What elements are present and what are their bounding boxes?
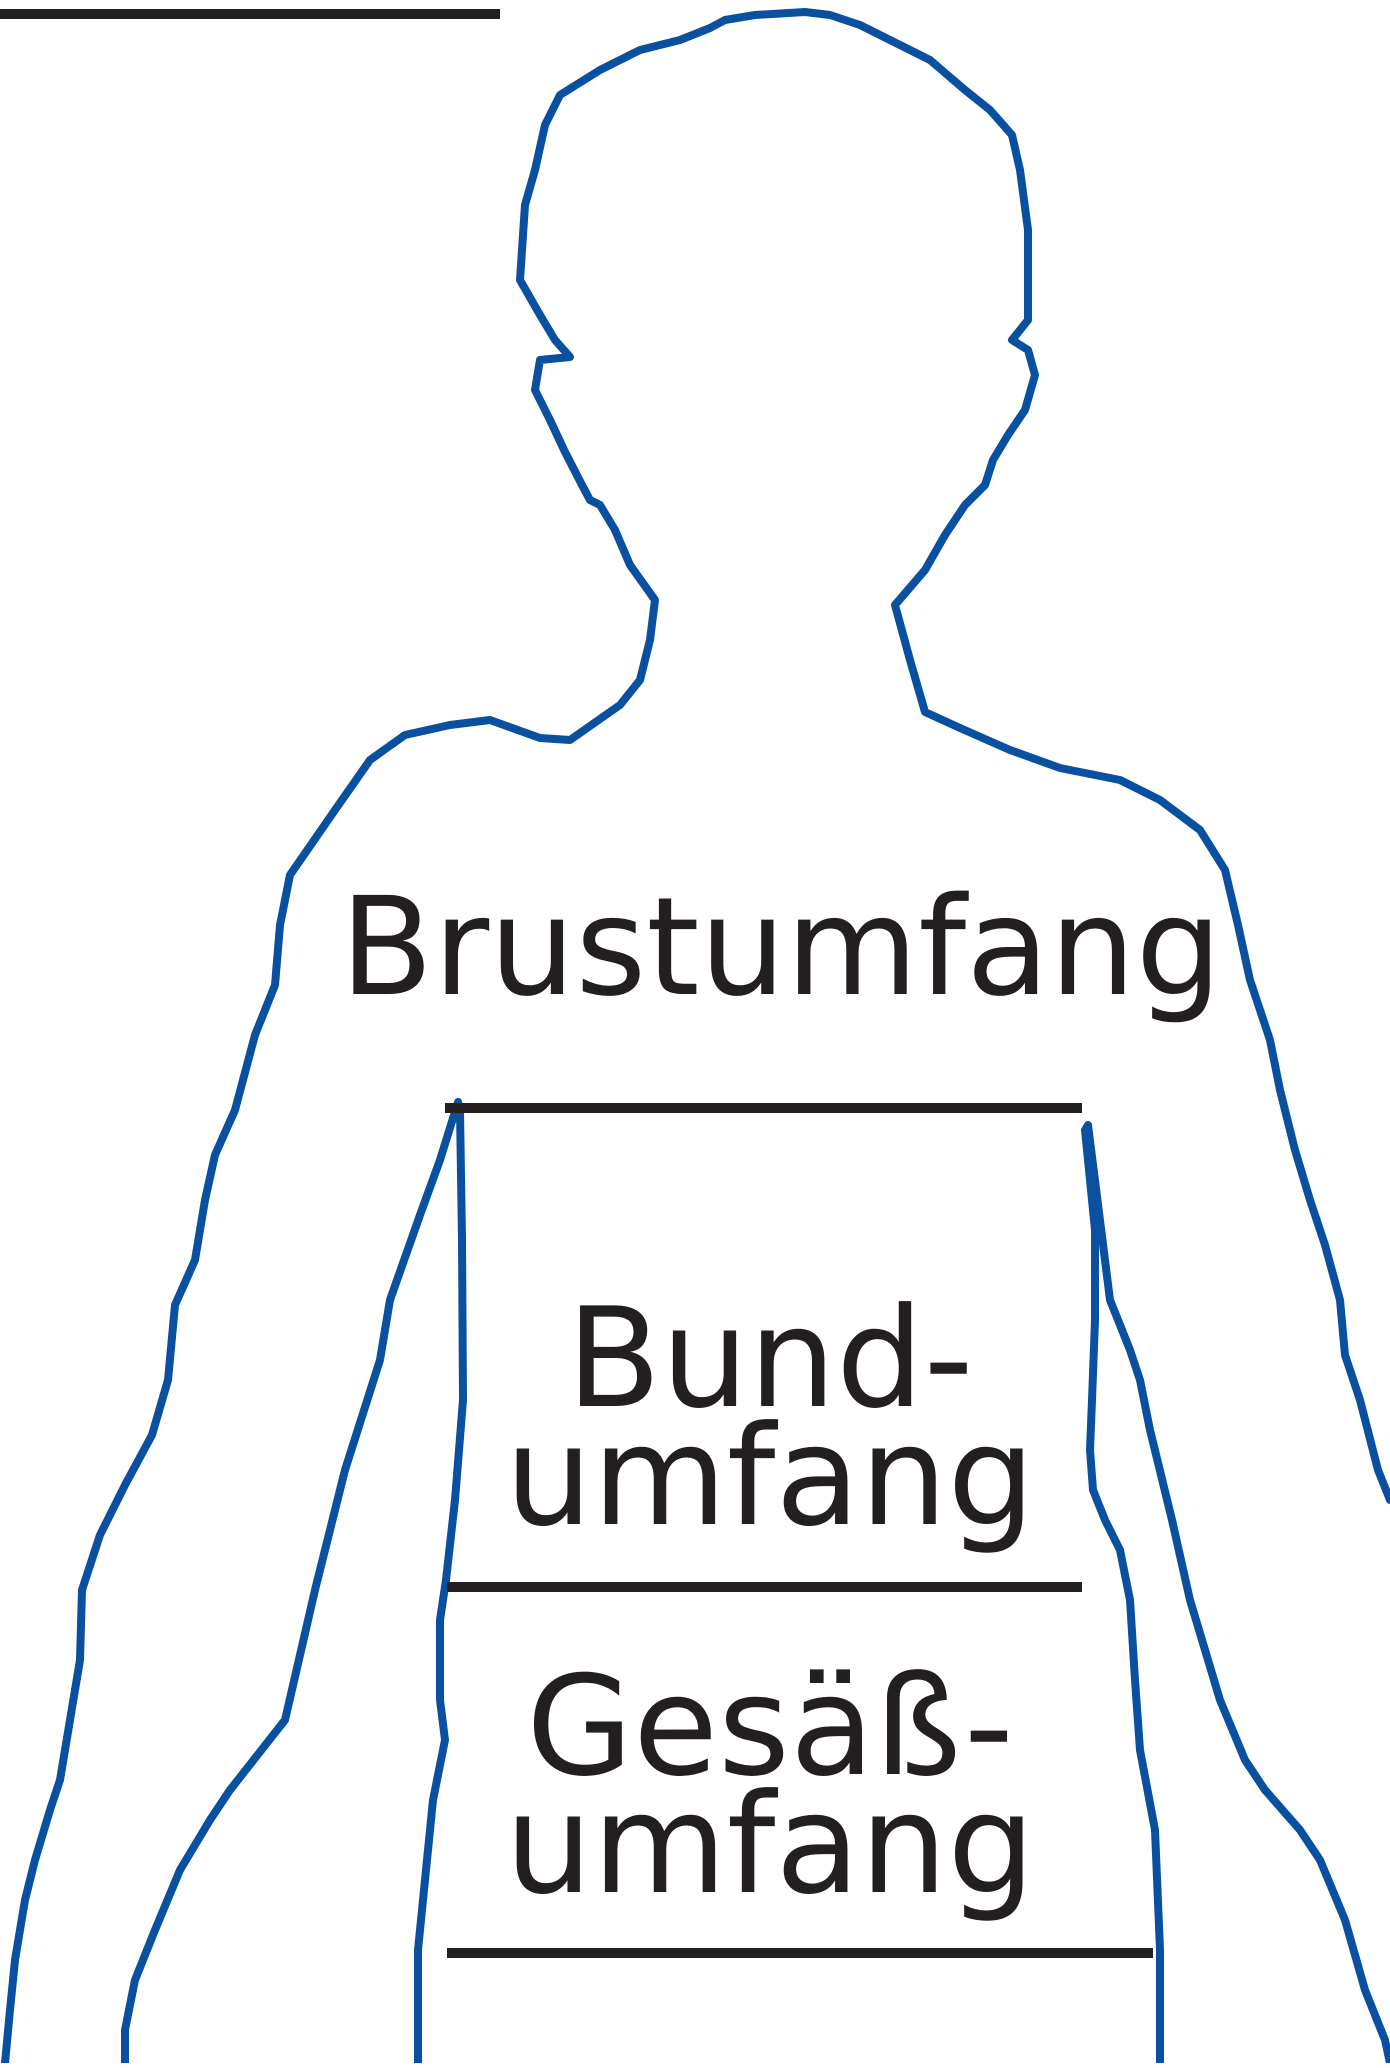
chest-circumference-label: Brustumfang (340, 880, 1170, 1016)
hip-circumference-label: Gesäß- umfang (500, 1668, 1040, 1904)
chest-label-text: Brustumfang (340, 869, 1222, 1027)
hip-label-line2: umfang (500, 1786, 1040, 1904)
waist-label-line2: umfang (500, 1418, 1040, 1536)
waist-circumference-label: Bund- umfang (500, 1300, 1040, 1536)
